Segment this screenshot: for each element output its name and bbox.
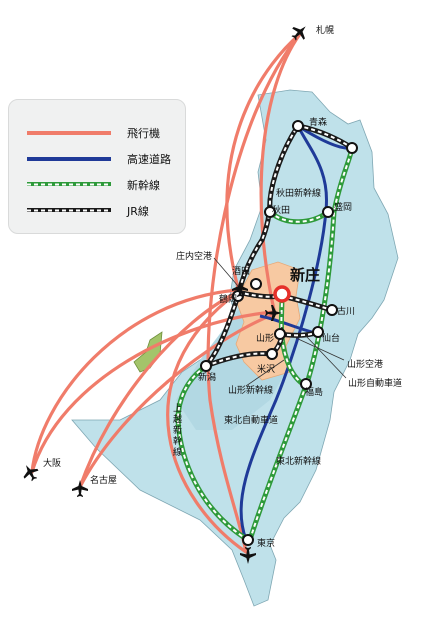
legend-jr: JR線 — [27, 204, 177, 220]
shinkansen-joetsu-dash — [176, 365, 249, 541]
nagoya-airplane-icon — [72, 480, 88, 497]
label-tokyo: 東京 — [257, 539, 276, 549]
label-yonezawa: 米沢 — [257, 365, 276, 375]
label-osaka: 大阪 — [43, 459, 62, 469]
legend-jr-label: JR線 — [127, 205, 149, 218]
legend-shinkansen-swatch — [27, 182, 111, 186]
tokyo-airplane-icon — [240, 547, 256, 564]
osaka-airplane-icon — [23, 465, 39, 482]
label-sendai: 仙台 — [322, 334, 341, 344]
station-yamagata-icon — [274, 328, 286, 340]
label-tsuruoka: 鶴岡 — [219, 295, 238, 305]
label-morioka: 盛岡 — [334, 203, 353, 213]
station-east-aomori-icon — [346, 142, 358, 154]
flight-osaka-shonai — [30, 288, 240, 474]
label-nagoya: 名古屋 — [90, 476, 118, 486]
legend-expressway: 高速道路 — [27, 152, 177, 168]
station-tokyo-icon — [242, 534, 254, 546]
station-sendai-icon — [312, 326, 324, 338]
station-morioka-icon — [322, 206, 334, 218]
station-furukawa-icon — [326, 304, 338, 316]
pointer-yamagata-expressway — [305, 335, 347, 379]
legend-expressway-swatch — [27, 157, 111, 161]
flight-sapporo-shonai — [225, 32, 302, 290]
pointer-yamagata-airport — [295, 337, 345, 361]
flight-osaka-yamagata — [30, 310, 276, 474]
station-niigata-icon — [200, 360, 212, 372]
label-joetsu-shinkansen: 上越新幹線 — [173, 404, 183, 458]
legend-expressway-label: 高速道路 — [127, 153, 171, 166]
label-shinjo: 新庄 — [290, 266, 321, 284]
legend-airplane-swatch — [27, 131, 111, 135]
station-sakata-icon — [250, 278, 262, 290]
label-akita-shinkansen: 秋田新幹線 — [276, 189, 322, 199]
expressway-tohoku — [239, 125, 329, 541]
label-shonai-airport: 庄内空港 — [176, 252, 213, 262]
label-furukawa: 古川 — [337, 307, 356, 317]
legend-shinkansen: 新幹線 — [27, 178, 177, 194]
sapporo-airplane-icon — [291, 26, 306, 41]
label-aomori: 青森 — [309, 118, 328, 128]
jr-yonesaka-dash — [205, 352, 273, 367]
label-yamagata: 山形 — [256, 334, 275, 344]
label-fukushima: 福島 — [305, 388, 324, 398]
legend-panel: 飛行機 高速道路 新幹線 JR線 — [8, 99, 186, 234]
legend-airplane: 飛行機 — [27, 126, 177, 142]
station-fukushima-icon — [300, 378, 312, 390]
legend-jr-swatch — [27, 208, 111, 212]
label-sakata: 酒田 — [232, 267, 251, 277]
flight-nagoya-yamagata — [78, 312, 276, 489]
label-niigata: 新潟 — [198, 373, 217, 383]
legend-shinkansen-label: 新幹線 — [127, 179, 160, 192]
yamagata-airport-airplane-icon — [265, 305, 282, 321]
shinjo-station-ring-icon — [273, 285, 291, 303]
legend-airplane-label: 飛行機 — [127, 127, 160, 140]
label-yamagata-shinkansen: 山形新幹線 — [228, 386, 274, 396]
station-yonezawa-icon — [266, 348, 278, 360]
flight-sapporo-tokyo — [206, 32, 302, 554]
flight-tokyo-shonai — [166, 290, 248, 554]
label-sapporo: 札幌 — [316, 26, 335, 36]
shinkansen-tohoku-dash — [249, 147, 353, 541]
station-aomori-icon — [292, 120, 304, 132]
label-tohoku-expressway: 東北自動車道 — [224, 416, 279, 426]
label-yamagata-expressway: 山形自動車道 — [348, 379, 403, 389]
flight-nagoya-shonai — [78, 290, 240, 489]
label-tohoku-shinkansen: 東北新幹線 — [276, 457, 322, 467]
label-yamagata-airport: 山形空港 — [347, 360, 384, 370]
station-akita-icon — [264, 206, 276, 218]
shonai-airport-airplane-icon — [232, 280, 248, 297]
pointer-shonai-airport — [213, 257, 239, 287]
flight-sapporo-yamagata — [259, 32, 302, 312]
label-akita: 秋田 — [272, 206, 291, 216]
pointer-yamagata-shinkansen — [245, 359, 285, 387]
